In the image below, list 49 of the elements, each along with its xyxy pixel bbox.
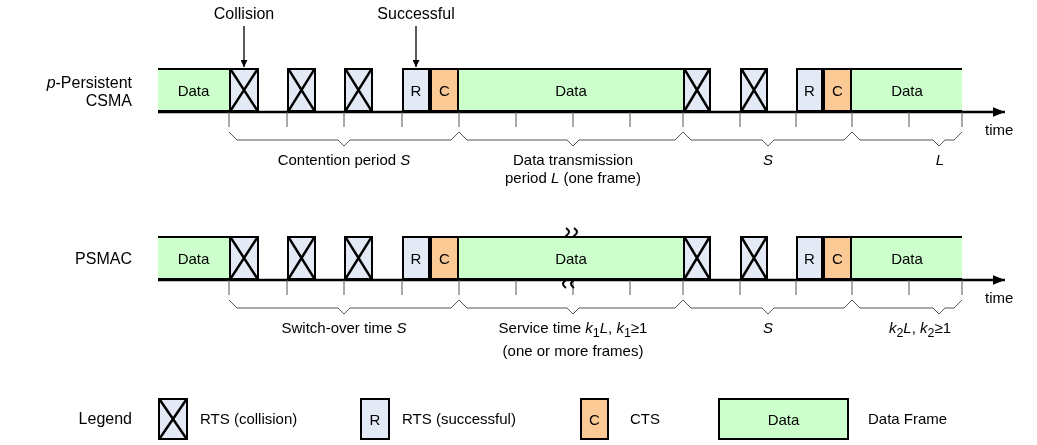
collided-rts-block: [683, 236, 711, 280]
period-label: Switch-over time S: [280, 319, 408, 337]
period-label: Contention period S: [276, 151, 412, 169]
collided-rts-block: [287, 236, 316, 280]
period-label: k$_{2}$L, k$_{2}$≥1: [887, 319, 953, 342]
collided-rts-block: [344, 236, 373, 280]
row-label: PSMAC: [74, 250, 132, 268]
collided-rts-block: [229, 236, 259, 280]
period-label: S: [762, 319, 774, 337]
callout-label: Successful: [371, 4, 461, 24]
cts-block: C: [823, 236, 852, 280]
collided-rts-block: [344, 68, 373, 112]
data-frame-block: Data: [158, 236, 229, 280]
axis-label: time: [985, 121, 1015, 139]
arrow: [240, 25, 248, 68]
period-label: S: [762, 151, 774, 169]
row-label: p-Persistent CSMA: [45, 74, 132, 110]
rts-block: R: [402, 236, 430, 280]
axis-label: time: [985, 289, 1015, 307]
data-frame-block: Data: [459, 236, 683, 280]
data-frame-block: Data: [852, 236, 962, 280]
caption-text: CTS: [630, 410, 660, 428]
data-frame-block: Data: [852, 68, 962, 112]
rts-block: R: [796, 68, 823, 112]
cts-block: C: [430, 68, 459, 112]
cts-block: C: [430, 236, 459, 280]
collided-rts-block: [683, 68, 711, 112]
arrow: [412, 25, 420, 68]
collided-rts-block: [740, 236, 768, 280]
period-label: Data transmission period L (one frame): [504, 151, 642, 187]
cts-block: C: [823, 68, 852, 112]
rts-block: R: [402, 68, 430, 112]
caption-text: RTS (successful): [402, 410, 516, 428]
collided-rts-block: [287, 68, 316, 112]
rts-block: R: [796, 236, 823, 280]
data-frame-block: Data: [459, 68, 683, 112]
callout-label: Collision: [204, 4, 284, 24]
period-label: L: [934, 151, 946, 169]
period-label: Service time k$_{1}$L, k$_{1}$≥1 (one or more frames): [497, 319, 649, 360]
collided-rts-block: [740, 68, 768, 112]
cts-block: C: [580, 398, 609, 440]
data-frame-block: Data: [718, 398, 849, 440]
caption-text: Data Frame: [868, 410, 948, 428]
collided-rts-block: [229, 68, 259, 112]
caption-text: RTS (collision): [200, 410, 298, 428]
rts-block: R: [360, 398, 390, 440]
data-frame-block: Data: [158, 68, 229, 112]
collided-rts-block: [158, 398, 188, 440]
row-label: Legend: [77, 410, 132, 428]
